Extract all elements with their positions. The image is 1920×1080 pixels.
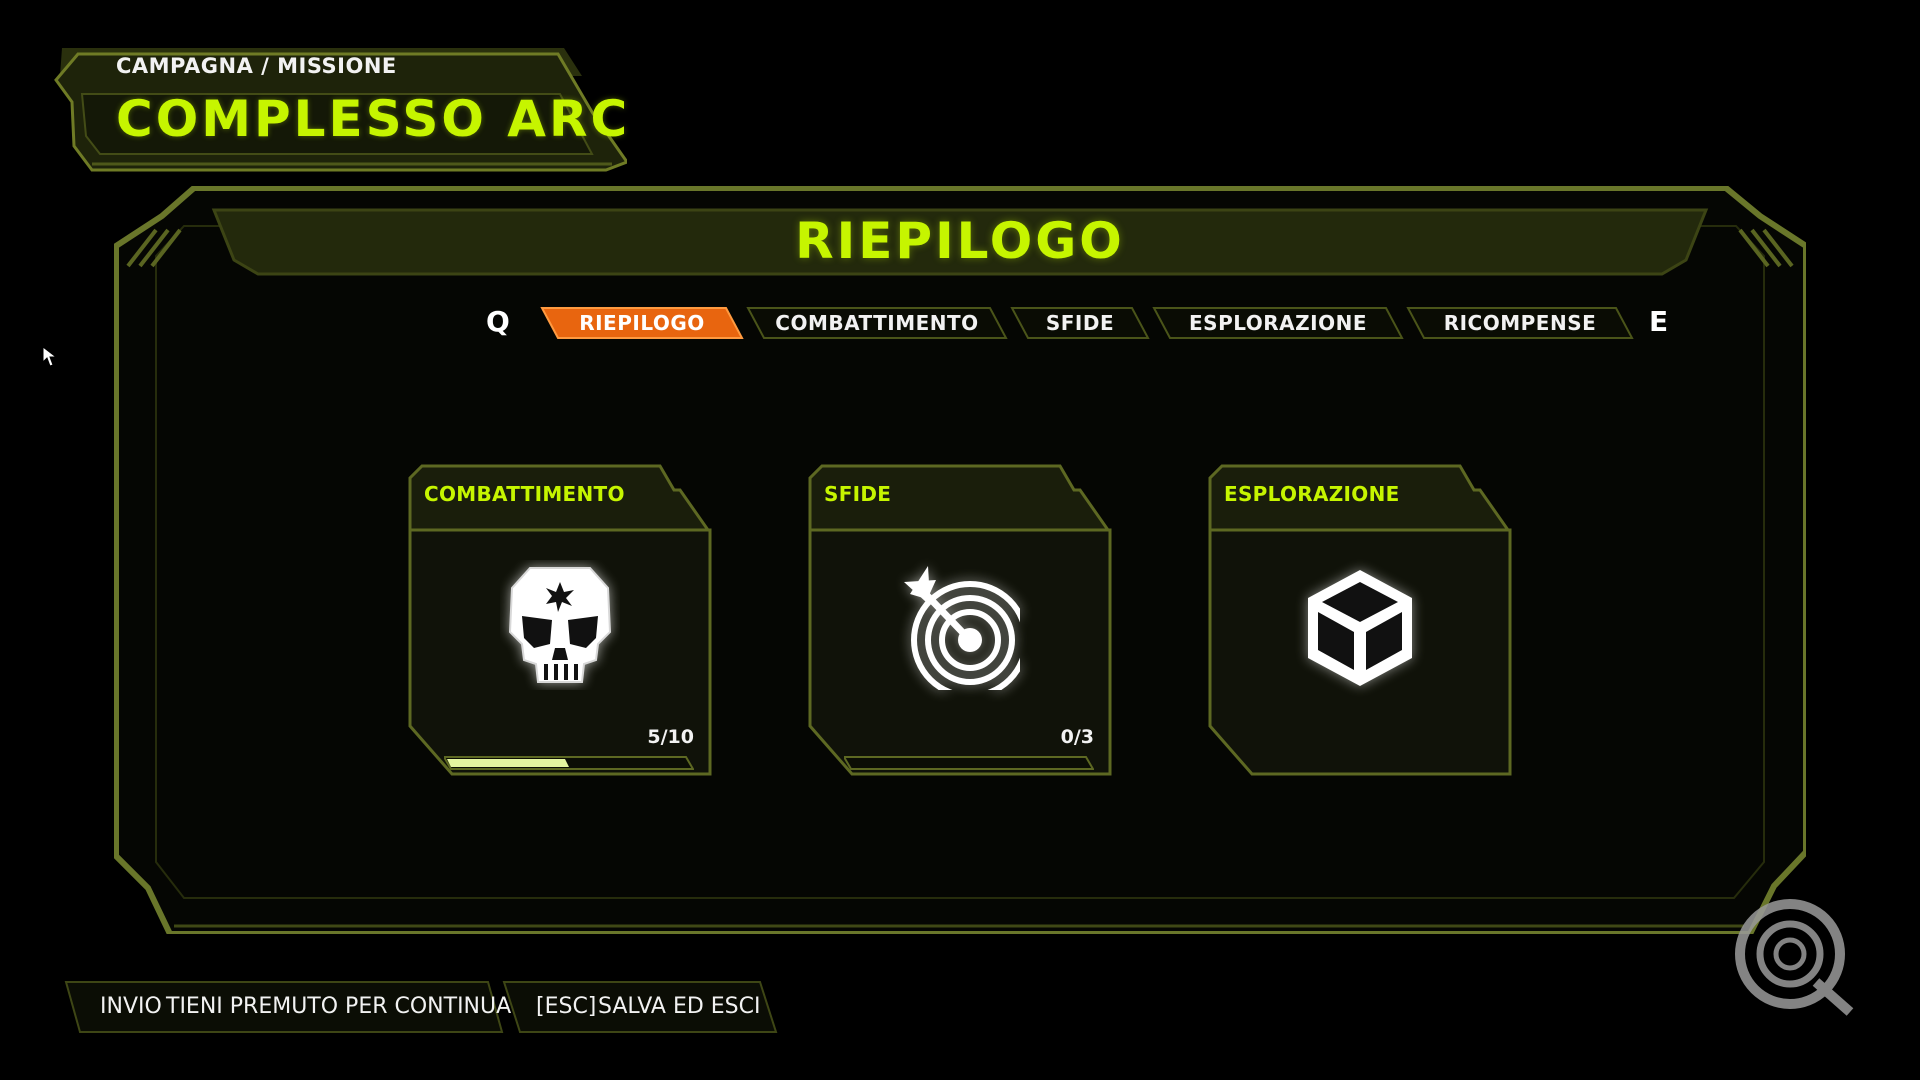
card-title: SFIDE [824, 482, 892, 506]
exit-key: [ESC] [536, 994, 597, 1019]
breadcrumb: CAMPAGNA / MISSIONE [116, 54, 397, 78]
panel-title: RIEPILOGO [795, 212, 1125, 270]
card-esplorazione[interactable]: ESPLORAZIONE [1208, 464, 1512, 776]
continue-key: INVIO [100, 994, 162, 1019]
tab-label: RIEPILOGO [579, 311, 705, 335]
skull-icon [508, 567, 612, 683]
header-plate [54, 48, 627, 172]
progress-fill [447, 759, 569, 767]
card-title: ESPLORAZIONE [1224, 482, 1400, 506]
next-tab-key[interactable]: E [1649, 305, 1669, 338]
mouse-cursor-icon [42, 346, 58, 367]
target-icon [904, 566, 1020, 690]
card-sfide[interactable]: SFIDE 0/3 [808, 464, 1112, 776]
tab-sfide[interactable]: SFIDE [1010, 306, 1150, 340]
tab-label: COMBATTIMENTO [775, 311, 979, 335]
cube-icon [1308, 570, 1412, 686]
progress-bar [844, 756, 1094, 770]
tab-combattimento[interactable]: COMBATTIMENTO [746, 306, 1008, 340]
tab-label: RICOMPENSE [1443, 311, 1597, 335]
mission-title: COMPLESSO ARC [116, 90, 631, 148]
tab-riepilogo[interactable]: RIEPILOGO [540, 306, 744, 340]
progress-bar [444, 756, 694, 770]
card-combattimento[interactable]: COMBATTIMENTO 5/10 [408, 464, 712, 776]
card-title: COMBATTIMENTO [424, 482, 625, 506]
exit-label: SALVA ED ESCI [598, 994, 761, 1019]
mission-header: CAMPAGNA / MISSIONE COMPLESSO ARC [52, 46, 627, 174]
tab-label: SFIDE [1045, 311, 1115, 335]
card-count: 0/3 [1060, 726, 1094, 748]
continue-label: TIENI PREMUTO PER CONTINUARE [166, 994, 541, 1019]
card-count: 5/10 [647, 726, 694, 748]
save-exit-hint[interactable]: [ESC] SALVA ED ESCI [502, 980, 778, 1034]
watermark-logo [1735, 899, 1854, 1016]
continue-hint[interactable]: INVIO TIENI PREMUTO PER CONTINUARE [64, 980, 540, 1034]
prev-tab-key[interactable]: Q [486, 305, 510, 338]
tab-label: ESPLORAZIONE [1189, 311, 1367, 335]
tab-ricompense[interactable]: RICOMPENSE [1406, 306, 1634, 340]
tab-esplorazione[interactable]: ESPLORAZIONE [1152, 306, 1404, 340]
tab-bar: Q RIEPILOGO COMBATTIMENTO SFIDE ESPLORAZ… [476, 302, 1676, 342]
card-frame [808, 464, 1112, 776]
